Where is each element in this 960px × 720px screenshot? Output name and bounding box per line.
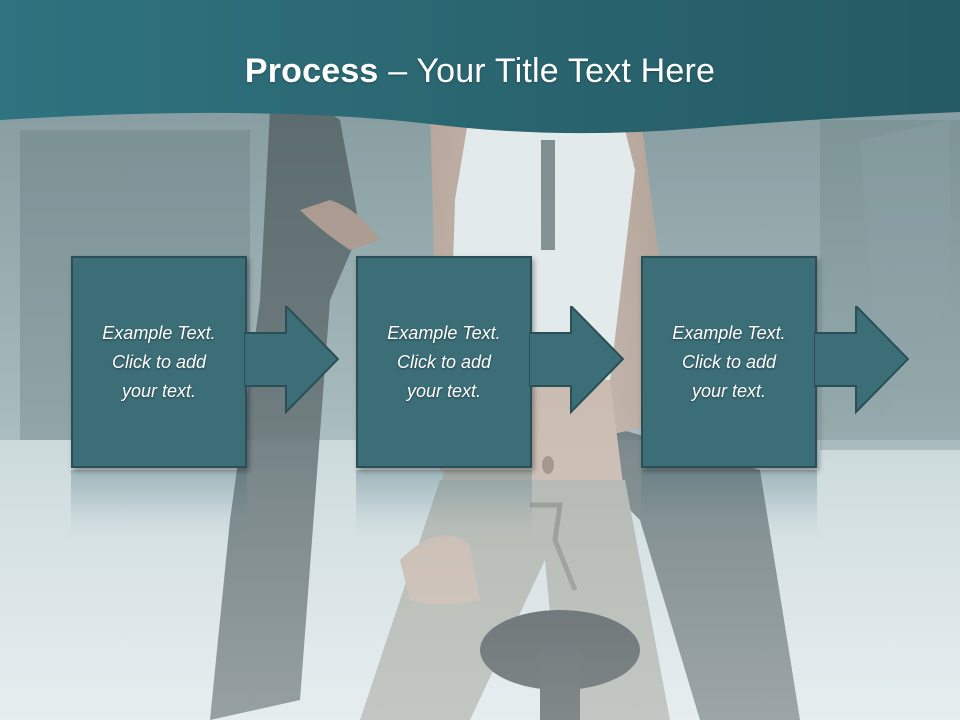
process-step-3[interactable]: Example Text. Click to add your text.	[641, 256, 817, 468]
right-arrow-icon	[244, 306, 339, 415]
step-text[interactable]: Example Text. Click to add your text.	[654, 319, 804, 406]
step-text-line-2: Click to add	[681, 351, 777, 372]
step-3-reflection	[641, 470, 817, 540]
title-bold-text: Process	[244, 52, 379, 90]
step-box[interactable]: Example Text. Click to add your text.	[71, 256, 247, 468]
right-arrow-icon	[814, 306, 909, 415]
step-2-reflection	[356, 470, 532, 540]
process-step-1[interactable]: Example Text. Click to add your text.	[71, 256, 247, 468]
right-arrow-icon	[529, 306, 624, 415]
step-text-line-3: your text.	[406, 380, 482, 401]
step-text[interactable]: Example Text. Click to add your text.	[84, 319, 234, 406]
step-text-line-1: Example Text.	[672, 322, 786, 343]
step-box[interactable]: Example Text. Click to add your text.	[356, 256, 532, 468]
step-text-line-2: Click to add	[111, 351, 207, 372]
slide-title[interactable]: Process – Your Title Text Here	[0, 52, 960, 91]
title-rest-text: – Your Title Text Here	[378, 52, 716, 90]
title-banner	[0, 0, 960, 134]
step-text[interactable]: Example Text. Click to add your text.	[369, 319, 519, 406]
process-step-2[interactable]: Example Text. Click to add your text.	[356, 256, 532, 468]
step-box[interactable]: Example Text. Click to add your text.	[641, 256, 817, 468]
step-text-line-3: your text.	[121, 380, 197, 401]
step-text-line-3: your text.	[691, 380, 767, 401]
step-text-line-2: Click to add	[396, 351, 492, 372]
step-1-reflection	[71, 470, 247, 540]
step-text-line-1: Example Text.	[102, 322, 216, 343]
step-text-line-1: Example Text.	[387, 322, 501, 343]
